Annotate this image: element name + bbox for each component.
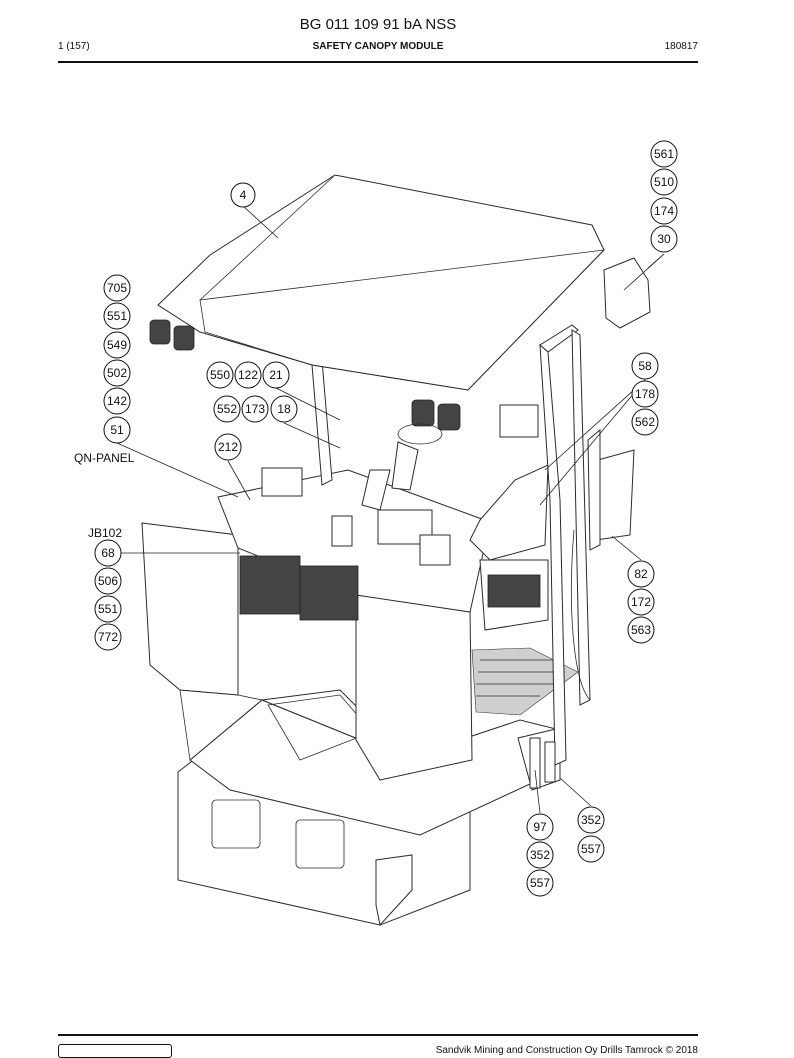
callout-549: 549 [103, 331, 131, 359]
callout-4: 4 [230, 182, 256, 208]
svg-text:58: 58 [638, 359, 652, 373]
svg-text:502: 502 [107, 366, 127, 380]
callout-772: 772 [94, 623, 122, 651]
callout-510: 510 [650, 168, 678, 196]
svg-text:549: 549 [107, 338, 127, 352]
page-indicator: 1 (157) [58, 41, 90, 52]
callout-551: 551 [103, 302, 131, 330]
callout-557: 557 [577, 835, 605, 863]
callout-174: 174 [650, 197, 678, 225]
company-logo [58, 1044, 172, 1058]
svg-text:551: 551 [98, 602, 118, 616]
callout-68: 68 [94, 539, 122, 567]
svg-text:172: 172 [631, 595, 651, 609]
callout-705: 705 [103, 274, 131, 302]
svg-text:173: 173 [245, 402, 265, 416]
section-title: SAFETY CANOPY MODULE [312, 41, 444, 52]
callout-552: 552 [213, 395, 241, 423]
callout-97: 97 [526, 813, 554, 841]
svg-text:122: 122 [238, 368, 258, 382]
callout-142: 142 [103, 387, 131, 415]
svg-text:552: 552 [217, 402, 237, 416]
svg-text:562: 562 [635, 415, 655, 429]
svg-text:551: 551 [107, 309, 127, 323]
svg-text:51: 51 [110, 423, 124, 437]
callout-30: 30 [650, 225, 678, 253]
leader-lines [108, 205, 665, 814]
callout-51: 51 [103, 416, 131, 444]
svg-text:352: 352 [581, 813, 601, 827]
callout-550: 550 [206, 361, 234, 389]
callout-557b: 557 [526, 869, 554, 897]
svg-text:97: 97 [533, 820, 547, 834]
svg-text:557: 557 [530, 876, 550, 890]
callout-563: 563 [627, 616, 655, 644]
header-rule [58, 61, 698, 63]
svg-text:21: 21 [269, 368, 283, 382]
svg-text:563: 563 [631, 623, 651, 637]
canopy-machine-illustration [141, 174, 651, 927]
svg-text:212: 212 [218, 440, 238, 454]
callout-562: 562 [631, 408, 659, 436]
svg-text:18: 18 [277, 402, 291, 416]
callout-172: 172 [627, 588, 655, 616]
svg-text:68: 68 [101, 546, 115, 560]
qn-panel-label: QN-PANEL [74, 451, 135, 465]
callout-561: 561 [650, 140, 678, 168]
callout-352b: 352 [526, 841, 554, 869]
svg-text:772: 772 [98, 630, 118, 644]
callout-551b: 551 [94, 595, 122, 623]
callout-173: 173 [241, 395, 269, 423]
callout-58: 58 [631, 352, 659, 380]
callout-178: 178 [631, 380, 659, 408]
svg-text:557: 557 [581, 842, 601, 856]
callout-502: 502 [103, 359, 131, 387]
date-code: 180817 [664, 41, 698, 52]
svg-text:506: 506 [98, 574, 118, 588]
svg-text:82: 82 [634, 567, 648, 581]
svg-text:178: 178 [635, 387, 655, 401]
callout-212: 212 [214, 433, 242, 461]
callout-21: 21 [262, 361, 290, 389]
svg-text:174: 174 [654, 204, 674, 218]
svg-text:550: 550 [210, 368, 230, 382]
callout-18: 18 [270, 395, 298, 423]
svg-text:30: 30 [657, 232, 671, 246]
svg-text:142: 142 [107, 394, 127, 408]
callout-506: 506 [94, 567, 122, 595]
callout-122: 122 [234, 361, 262, 389]
svg-text:352: 352 [530, 848, 550, 862]
callout-352: 352 [577, 806, 605, 834]
copyright-notice: Sandvik Mining and Construction Oy Drill… [435, 1045, 698, 1056]
document-number: BG 011 109 91 bA NSS [299, 16, 457, 33]
svg-text:705: 705 [107, 281, 127, 295]
svg-text:4: 4 [240, 188, 247, 202]
callout-82: 82 [627, 560, 655, 588]
jb102-label: JB102 [88, 526, 122, 540]
svg-text:561: 561 [654, 147, 674, 161]
footer-rule [58, 1034, 698, 1036]
svg-text:510: 510 [654, 175, 674, 189]
